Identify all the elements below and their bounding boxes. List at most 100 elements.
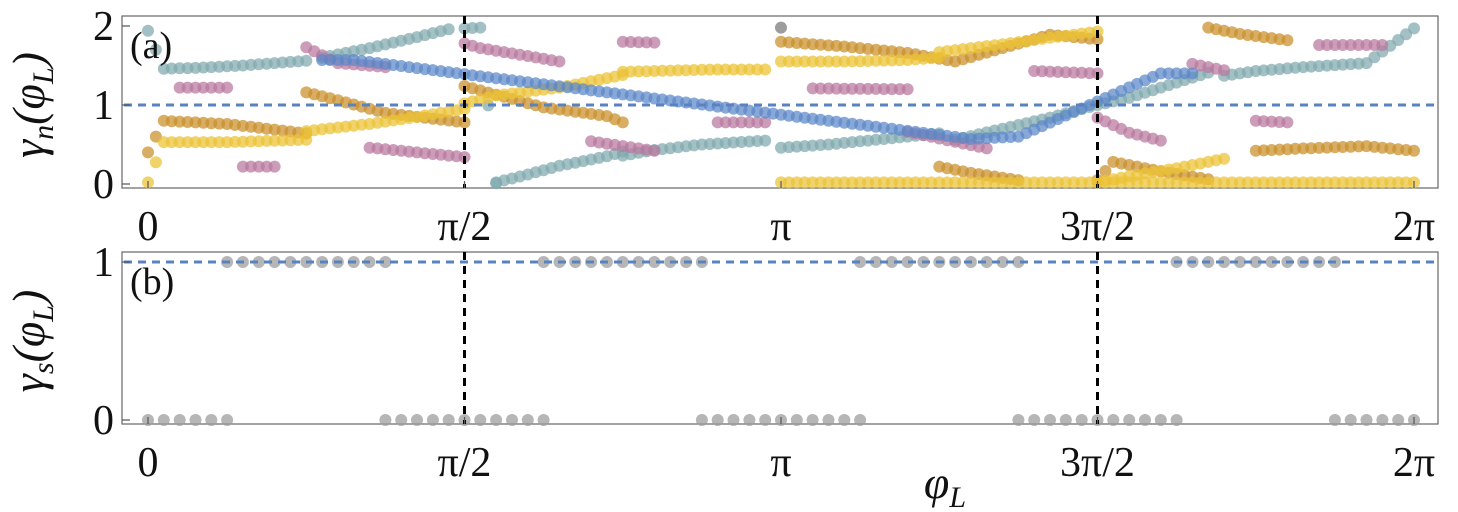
data-point xyxy=(885,256,898,268)
series-teal-0 xyxy=(142,24,313,75)
segment-2 xyxy=(379,414,550,426)
panel-b-x-axis-title: φL xyxy=(924,457,966,512)
series-pink-8 xyxy=(173,81,234,94)
series-pink-13 xyxy=(711,116,772,129)
panel-a-marks xyxy=(142,21,1420,190)
data-point xyxy=(822,414,835,426)
series-pink-17 xyxy=(1028,65,1104,80)
series-pink-19 xyxy=(1249,114,1294,129)
data-point xyxy=(458,116,471,129)
panel-a-label: (a) xyxy=(130,25,172,67)
data-point xyxy=(1139,414,1151,426)
data-point xyxy=(1154,134,1167,147)
series-pink-11 xyxy=(585,135,661,157)
panel-b-label: (b) xyxy=(130,261,174,303)
data-point xyxy=(379,414,392,426)
data-point xyxy=(1075,414,1088,426)
data-point xyxy=(1170,414,1183,426)
segment-6 xyxy=(1012,414,1183,426)
y-axis-title-text: γn(φL) xyxy=(3,52,60,158)
data-point xyxy=(1186,67,1199,80)
series-yellow-34 xyxy=(616,63,772,78)
data-point xyxy=(474,414,487,426)
series-teal-3 xyxy=(490,145,629,189)
data-point xyxy=(759,414,772,426)
data-point xyxy=(157,414,170,426)
data-point xyxy=(980,256,993,268)
data-point xyxy=(149,43,162,56)
segment-5 xyxy=(854,256,1025,268)
data-point xyxy=(1012,414,1025,426)
data-point xyxy=(1376,39,1389,51)
data-point xyxy=(1218,152,1231,165)
data-point xyxy=(252,256,265,268)
y-tick-label: 2 xyxy=(93,4,114,50)
data-point xyxy=(1044,414,1056,426)
data-point xyxy=(1218,256,1231,268)
data-point xyxy=(695,414,708,426)
y-tick-label: 1 xyxy=(93,83,114,129)
data-point xyxy=(1233,256,1246,268)
series-dark-40 xyxy=(775,21,787,34)
data-point xyxy=(648,144,661,157)
series-brown-23 xyxy=(142,114,313,159)
data-point xyxy=(711,414,724,426)
data-point xyxy=(173,414,186,426)
series-blue-39 xyxy=(316,54,1199,145)
data-point xyxy=(1344,414,1357,426)
data-point xyxy=(490,414,503,426)
x-tick-label: π/2 xyxy=(438,440,492,486)
segment-3 xyxy=(537,256,708,268)
series-pink-12 xyxy=(616,35,661,49)
data-point xyxy=(616,256,629,268)
panel-b-y-axis-title: γs(φL) xyxy=(3,290,60,393)
data-point xyxy=(980,142,993,155)
series-teal-7 xyxy=(1218,22,1420,82)
data-point xyxy=(221,414,234,426)
data-point xyxy=(743,414,756,426)
data-point xyxy=(1249,256,1262,268)
data-point xyxy=(648,36,661,49)
panel-a-y-ticks: 0 1 2 xyxy=(93,4,130,208)
series-pink-21 xyxy=(236,160,281,173)
data-point xyxy=(727,414,740,426)
panel-b-frame xyxy=(121,251,1439,425)
data-point xyxy=(442,414,455,426)
data-point xyxy=(1281,116,1294,129)
data-point xyxy=(759,63,772,76)
panel-b-marks xyxy=(142,256,1420,426)
data-point xyxy=(142,146,154,159)
y-tick-label: 0 xyxy=(93,162,114,208)
data-point xyxy=(300,54,313,67)
data-point xyxy=(632,256,645,268)
x-tick-label: π xyxy=(770,204,791,250)
data-point xyxy=(901,256,914,268)
y-tick-label: 1 xyxy=(93,240,114,286)
data-point xyxy=(189,414,202,426)
x-tick-label: 0 xyxy=(138,204,159,250)
data-point xyxy=(1012,256,1025,268)
data-point xyxy=(1265,256,1278,268)
data-point xyxy=(1408,22,1420,35)
data-point xyxy=(149,156,162,169)
x-tick-label: 2π xyxy=(1393,440,1435,486)
data-point xyxy=(838,414,851,426)
data-point xyxy=(1408,144,1420,157)
data-point xyxy=(379,256,392,268)
series-pink-14 xyxy=(806,82,914,96)
data-point xyxy=(537,414,550,426)
data-point xyxy=(205,414,218,426)
data-point xyxy=(506,414,518,426)
data-point xyxy=(268,256,281,268)
series-yellow-31 xyxy=(142,133,313,189)
data-point xyxy=(1123,414,1136,426)
data-point xyxy=(759,116,772,129)
data-point xyxy=(426,414,439,426)
data-point xyxy=(901,83,914,96)
series-pink-18 xyxy=(1186,57,1231,77)
panel-b-reference-lines xyxy=(124,252,1436,424)
data-point xyxy=(790,414,803,426)
data-point xyxy=(268,160,281,173)
